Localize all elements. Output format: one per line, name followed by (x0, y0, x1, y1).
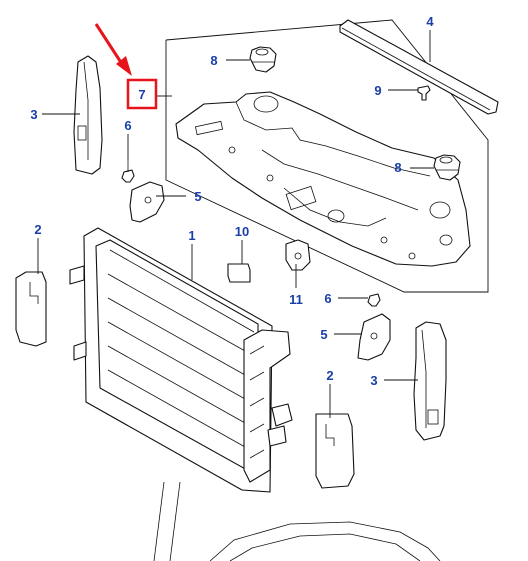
callout-5-upper: 5 (194, 189, 201, 204)
callout-3-left: 3 (30, 107, 37, 122)
callout-8-lower: 8 (394, 160, 401, 175)
part-6-bolt-upper[interactable] (121, 160, 135, 183)
callout-7: 7 (138, 87, 145, 102)
part-4-seal-strip[interactable] (339, 19, 499, 115)
callout-9: 9 (374, 83, 381, 98)
part-1-radiator[interactable] (69, 227, 293, 493)
leader-lines (37, 30, 434, 418)
part-11-sensor[interactable] (285, 239, 311, 271)
part-2-bracket-left[interactable] (15, 271, 47, 347)
part-10-pad[interactable] (227, 263, 251, 283)
highlight-part-7 (94, 23, 158, 110)
callout-4: 4 (426, 14, 434, 29)
callout-11: 11 (289, 292, 303, 307)
callout-1: 1 (188, 228, 195, 243)
assembly-frame-7 (165, 19, 489, 293)
callout-labels: 7 8 4 9 3 6 8 5 2 1 10 11 6 5 2 3 (30, 14, 434, 388)
part-8-mount-upper[interactable] (249, 46, 277, 73)
callout-2-right: 2 (326, 368, 333, 383)
callout-3-right: 3 (370, 373, 377, 388)
callout-6-upper: 6 (124, 118, 131, 133)
part-9-clip[interactable] (417, 85, 431, 101)
red-arrow-icon (116, 56, 132, 76)
part-7-subframe[interactable] (175, 91, 471, 267)
part-5-bracket-upper[interactable] (129, 181, 165, 223)
part-3-deflector-right[interactable] (413, 321, 447, 441)
part-2-bracket-right[interactable] (315, 413, 355, 489)
part-3-deflector-left[interactable] (73, 55, 103, 175)
callout-5-lower: 5 (320, 327, 327, 342)
part-5-bracket-lower[interactable] (357, 313, 391, 361)
part-8-mount-lower[interactable] (433, 154, 461, 181)
partial-shroud-bottom (153, 481, 441, 561)
part-6-bolt-lower[interactable] (367, 293, 381, 307)
callout-8-upper: 8 (210, 53, 217, 68)
callout-2-left: 2 (34, 222, 41, 237)
callout-6-lower: 6 (324, 291, 331, 306)
callout-10: 10 (235, 224, 249, 239)
